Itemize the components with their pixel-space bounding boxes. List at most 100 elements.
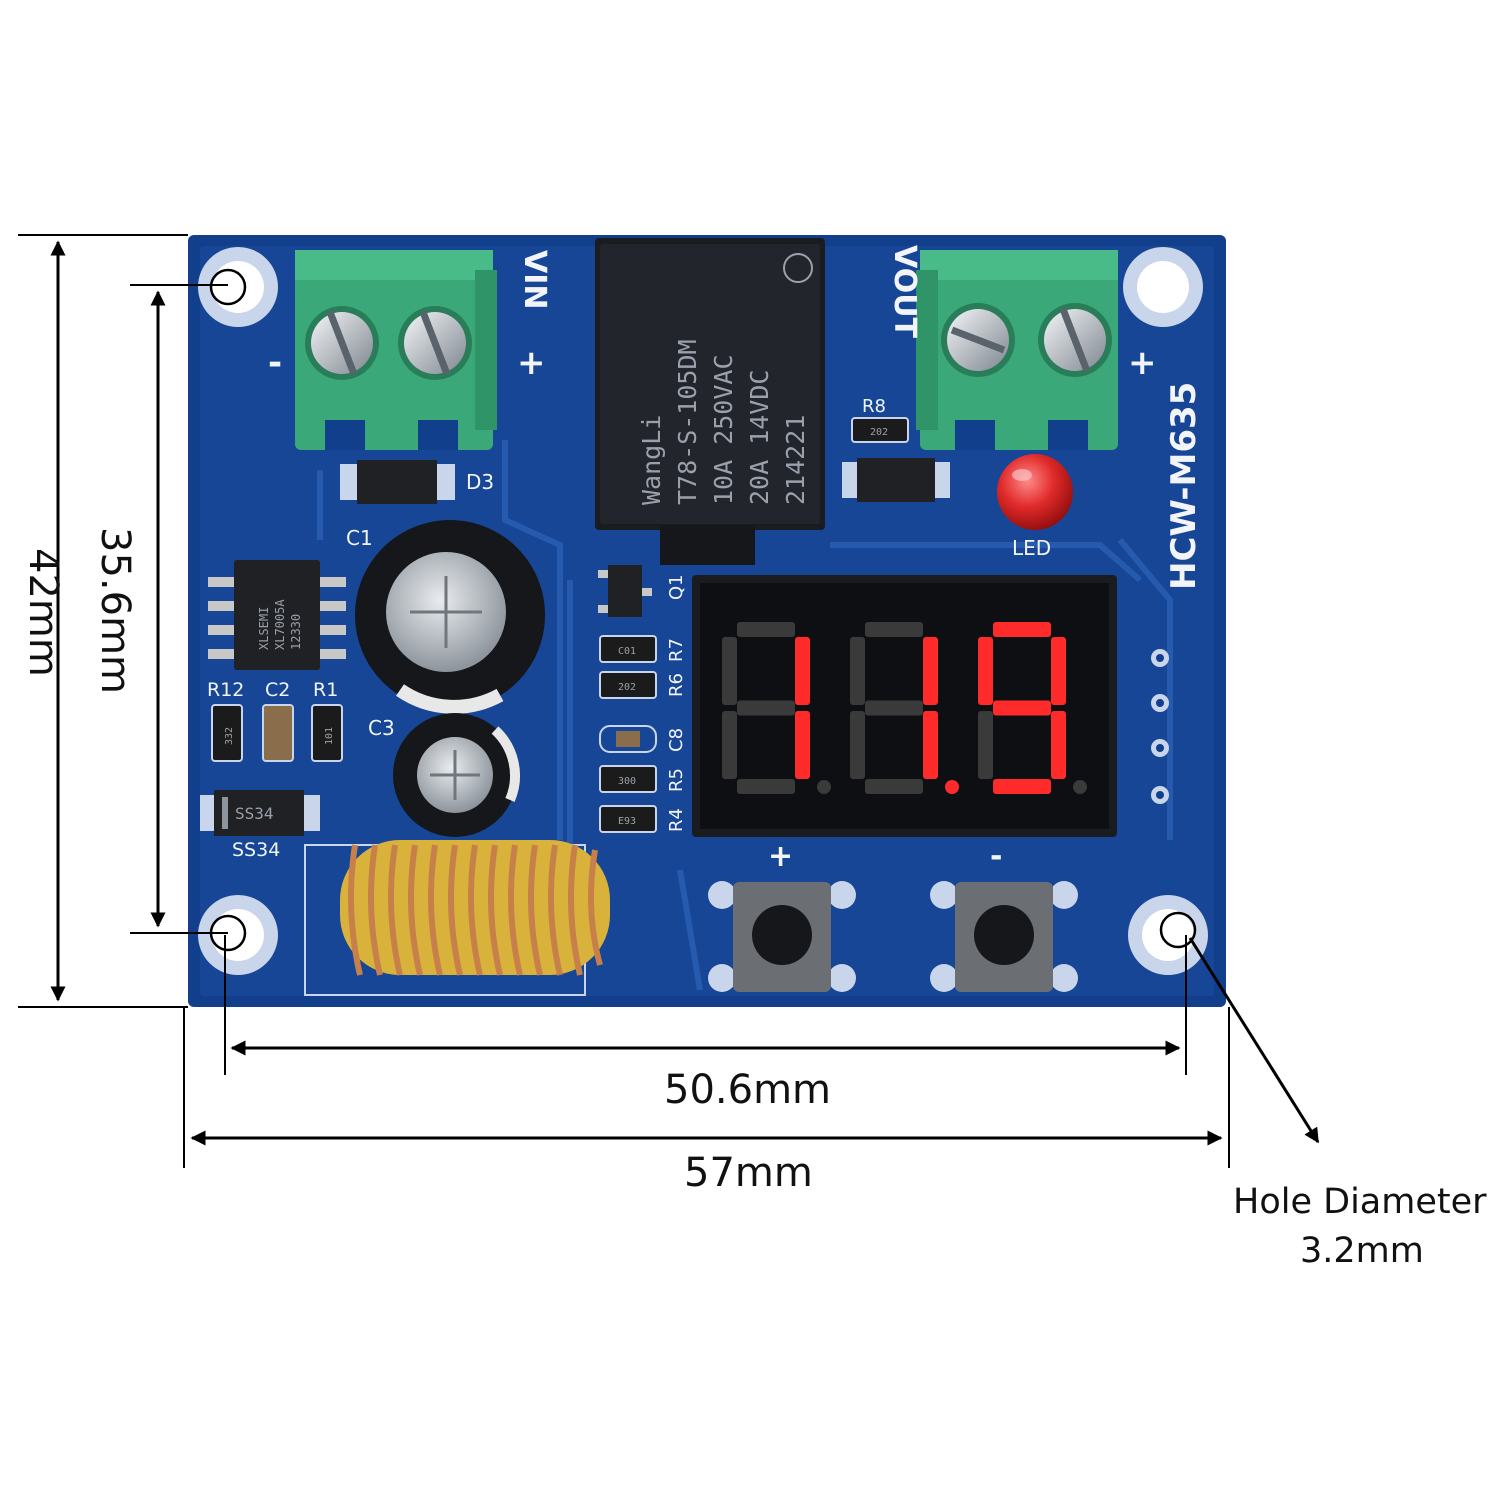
- xl7005a-ic: XLSEMI XL7005A 12330: [208, 560, 346, 670]
- c2-ref: C2: [265, 679, 290, 701]
- hole-diameter-leader: [1188, 937, 1320, 1144]
- r1-ref: R1: [313, 679, 338, 701]
- c3-ref: C3: [368, 716, 395, 740]
- status-led: [997, 454, 1073, 530]
- vout-label: VOUT: [887, 245, 922, 339]
- r4-resistor: E93: [599, 805, 657, 833]
- segment-2-a: [865, 622, 923, 637]
- dimension-annotations: [18, 234, 1320, 1168]
- segment-3-f: [978, 637, 993, 705]
- segment-3-b: [1051, 637, 1066, 705]
- ss34-marking: SS34: [235, 804, 274, 823]
- mounting-hole-top-right: [1123, 247, 1203, 327]
- ic-code: 12330: [289, 614, 303, 650]
- r5-code: 300: [618, 776, 636, 787]
- r1-resistor: 101: [311, 704, 343, 762]
- transistor-q1: [598, 565, 652, 617]
- width-holes-label: 50.6mm: [664, 1067, 831, 1113]
- r7-code: C01: [618, 646, 636, 657]
- segment-3-c: [1051, 711, 1066, 779]
- segment-2-g: [865, 700, 923, 716]
- segment-1-f: [722, 637, 737, 705]
- segment-1-b: [795, 637, 810, 705]
- height-outer-label: 42mm: [20, 548, 66, 677]
- vout-plus-sign: +: [1128, 343, 1157, 383]
- c8-capacitor: [599, 725, 657, 753]
- ic-model: XL7005A: [273, 599, 287, 650]
- segment-1-e: [722, 711, 737, 779]
- segment-1-g: [737, 700, 795, 716]
- relay-code: 214221: [781, 415, 810, 505]
- decimal-point-3: [1073, 780, 1087, 794]
- relay: WangLi T78-S-105DM 10A 250VAC 20A 14VDC …: [595, 238, 825, 565]
- segment-2-d: [865, 779, 923, 794]
- seven-segment-display: [692, 575, 1117, 837]
- segment-3-a: [993, 622, 1051, 637]
- led-label: LED: [1012, 536, 1051, 560]
- r12-code: 332: [224, 727, 235, 745]
- c1-ref: C1: [346, 526, 373, 550]
- r6-code: 202: [618, 682, 636, 693]
- r4-code: E93: [618, 816, 636, 827]
- segment-2-e: [850, 711, 865, 779]
- hole-diameter-value: 3.2mm: [1300, 1231, 1424, 1271]
- relay-model: T78-S-105DM: [673, 339, 702, 505]
- plus-button[interactable]: [708, 881, 856, 992]
- segment-3-e: [978, 711, 993, 779]
- decimal-point-2: [945, 780, 959, 794]
- display-digits: [722, 622, 1087, 794]
- segment-1-c: [795, 711, 810, 779]
- capacitor-c1: [355, 520, 545, 714]
- segment-3-d: [993, 779, 1051, 794]
- height-holes-label: 35.6mm: [92, 527, 138, 694]
- output-terminal-block: [916, 250, 1118, 450]
- d3-ref: D3: [466, 470, 494, 494]
- capacitor-c3: [393, 713, 520, 837]
- r6-resistor: 202: [599, 671, 657, 699]
- r5-ref: R5: [666, 768, 687, 792]
- q1-ref: Q1: [666, 574, 687, 600]
- segment-1-a: [737, 622, 795, 637]
- vin-minus-sign: -: [268, 343, 282, 383]
- relay-rating-ac: 10A 250VAC: [709, 354, 738, 505]
- r12-ref: R12: [207, 679, 244, 701]
- r8-resistor: [851, 417, 909, 443]
- r7-ref: R7: [666, 638, 687, 662]
- mounting-hole-bottom-right: [1128, 895, 1208, 975]
- display-header-pins: [1151, 649, 1169, 804]
- segment-2-b: [923, 637, 938, 705]
- ic-brand: XLSEMI: [257, 607, 271, 650]
- inductor-coil: [304, 840, 610, 996]
- relay-brand: WangLi: [637, 415, 666, 505]
- mounting-hole-top-left: [198, 247, 278, 327]
- segment-3-g: [993, 700, 1051, 716]
- button-minus-label: -: [990, 839, 1002, 874]
- pcb-board: VIN + - WangLi T78-S-105DM 10A 250VAC 20…: [188, 235, 1226, 1007]
- r4-ref: R4: [666, 808, 687, 832]
- ss34-ref: SS34: [232, 839, 280, 861]
- segment-2-f: [850, 637, 865, 705]
- input-terminal-block: [295, 250, 497, 450]
- r6-ref: R6: [666, 673, 687, 697]
- board-model: HCW-M635: [1164, 382, 1204, 590]
- r1-code: 101: [324, 727, 335, 745]
- decimal-point-1: [817, 780, 831, 794]
- r12-resistor: 332: [211, 704, 243, 762]
- vin-plus-sign: +: [517, 343, 546, 383]
- relay-rating-dc: 20A 14VDC: [745, 370, 774, 505]
- c8-ref: C8: [666, 728, 687, 752]
- hole-diameter-label: Hole Diameter: [1233, 1182, 1487, 1222]
- diode-output: [842, 458, 950, 502]
- button-plus-label: +: [768, 839, 793, 874]
- segment-2-c: [923, 711, 938, 779]
- r8-ref: R8: [862, 396, 886, 417]
- width-outer-label: 57mm: [684, 1150, 813, 1196]
- r5-resistor: 300: [599, 765, 657, 793]
- segment-1-d: [737, 779, 795, 794]
- c2-capacitor: [262, 704, 294, 762]
- r8-code: 202: [870, 427, 888, 438]
- vin-label: VIN: [517, 250, 552, 310]
- minus-button[interactable]: [930, 881, 1078, 992]
- diode-ss34: SS34: [200, 790, 320, 836]
